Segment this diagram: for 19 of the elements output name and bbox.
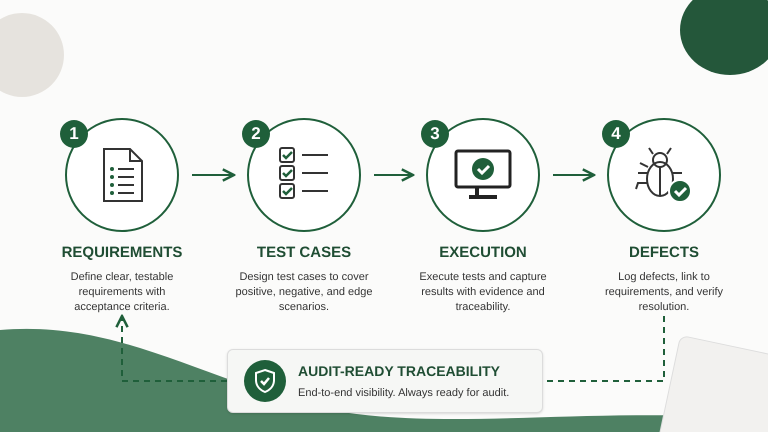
callout-description: End-to-end visibility. Always ready for audit.: [298, 386, 510, 401]
step-number-badge: 1: [60, 120, 88, 148]
step-description: Design test cases to cover positive, negative, and edge scenarios.: [234, 270, 374, 314]
callout-title: AUDIT-READY TRACEABILITY: [298, 362, 501, 381]
step-description: Log defects, link to requirements, and verify resolution.: [604, 270, 724, 314]
step-number-badge: 3: [421, 120, 449, 148]
step-title: EXECUTION: [439, 243, 527, 263]
step-description: Execute tests and capture results with evidence and traceability.: [418, 270, 548, 314]
arrow: [374, 168, 414, 182]
callout-card: [227, 349, 543, 413]
step-title: TEST CASES: [256, 243, 352, 263]
dashed-connector: [115, 314, 227, 382]
step-number-badge: 4: [602, 120, 630, 148]
arrow: [192, 168, 236, 182]
step-description: Define clear, testable requirements with acceptance criteria.: [70, 270, 174, 314]
step-number-badge: 2: [242, 120, 270, 148]
step-title: DEFECTS: [628, 243, 699, 263]
step-title: REQUIREMENTS: [62, 243, 182, 263]
arrow: [553, 168, 596, 182]
